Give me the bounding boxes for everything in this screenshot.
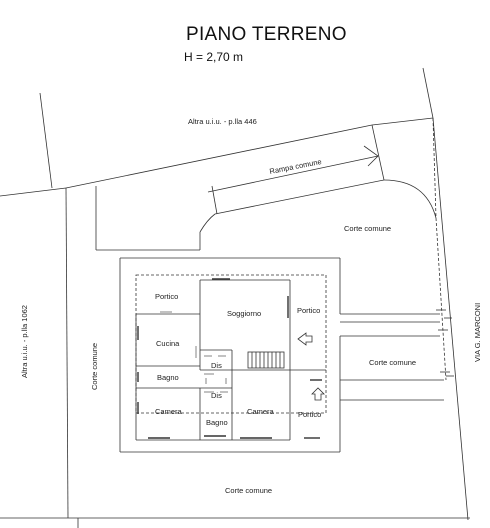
wall-line <box>214 179 385 215</box>
entry-arrow-icon <box>311 387 325 401</box>
dashed-line <box>432 117 437 219</box>
boundary-line <box>65 187 69 519</box>
court-label-top: Corte comune <box>344 224 391 233</box>
room-soggiorno: Soggiorno <box>227 309 261 318</box>
room-bagno-2: Bagno <box>206 418 228 427</box>
boundary-line <box>422 67 434 119</box>
boundary-line <box>0 187 67 197</box>
boundary-line <box>371 117 434 126</box>
height-label: H = 2,70 m <box>184 50 244 64</box>
room-dis-2: Dis <box>211 391 222 400</box>
street-label: VIA G. MARCONI <box>473 303 482 362</box>
neighbor-label-top: Altra u.i.u. - p.lla 446 <box>188 117 257 126</box>
door-marks <box>160 311 228 393</box>
room-portico-ne: Portico <box>297 306 320 315</box>
street-boundary <box>432 117 469 521</box>
room-camera-1: Camera <box>155 407 183 416</box>
dashed-line <box>435 217 447 381</box>
ramp-edge <box>207 155 379 193</box>
court-label-right: Corte comune <box>369 358 416 367</box>
room-portico-se: Portico <box>298 410 321 419</box>
neighbor-label-left: Altra u.i.u. - p.lla 1062 <box>20 305 29 378</box>
ramp-arrow <box>363 145 379 167</box>
entry-arrow-icon <box>297 332 313 346</box>
court-label-left: Corte comune <box>90 343 99 390</box>
room-bagno-1: Bagno <box>157 373 179 382</box>
boundary-line <box>65 124 373 189</box>
room-portico-nw: Portico <box>155 292 178 301</box>
ramp-edge <box>371 124 385 181</box>
room-cucina: Cucina <box>156 339 180 348</box>
wall-line <box>199 213 216 233</box>
room-dis-1: Dis <box>211 361 222 370</box>
page-title: PIANO TERRENO <box>186 24 347 45</box>
court-label-bottom: Corte comune <box>225 486 272 495</box>
curve-line <box>383 179 437 219</box>
window-marks <box>137 278 322 439</box>
room-camera-2: Camera <box>247 407 275 416</box>
boundary-line <box>39 92 53 189</box>
ramp-edge <box>211 185 218 215</box>
stairs <box>247 351 285 369</box>
